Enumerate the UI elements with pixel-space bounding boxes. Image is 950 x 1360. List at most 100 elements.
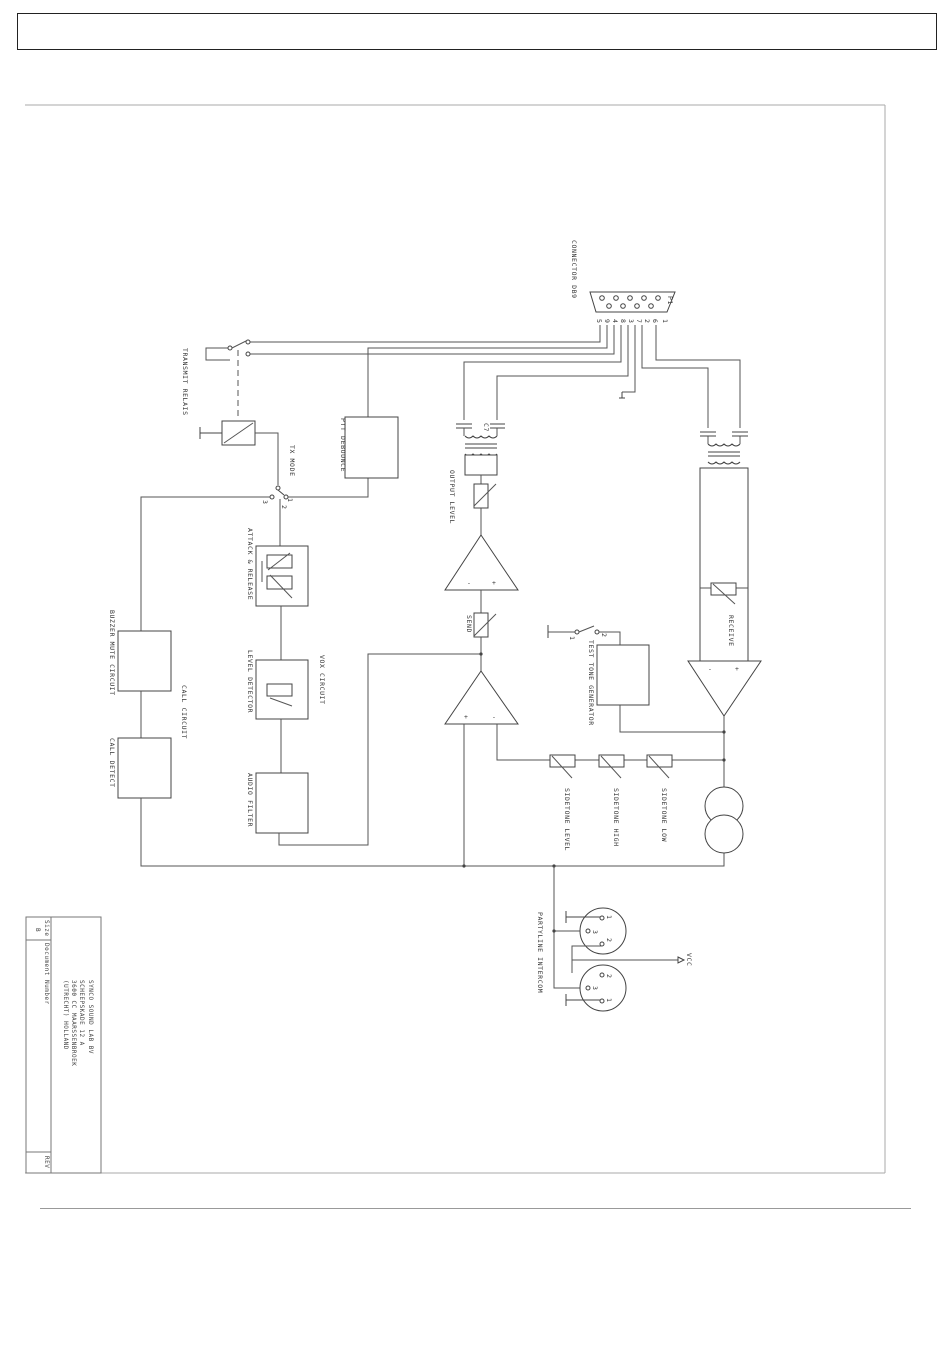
buzzer-mute-label: BUZZER MUTE CIRCUIT xyxy=(108,610,116,696)
output-level-wiper xyxy=(473,483,497,507)
pin-numbers: 5 9 4 8 3 7 2 6 1 xyxy=(595,319,669,324)
tx-mode-pin-3: 3 xyxy=(261,500,269,505)
vox-circuit-label: VOX CIRCUIT xyxy=(318,655,326,705)
receive-resistor xyxy=(710,582,737,596)
db9-pin-holes xyxy=(599,295,661,309)
sidetone-level-resistor xyxy=(549,754,576,768)
transmit-relais-switch xyxy=(205,339,251,420)
tx-mode-label: TX MODE xyxy=(288,445,296,477)
audio-filter-block xyxy=(255,772,309,834)
ground-xlr-1 xyxy=(565,911,600,923)
call-detect-block xyxy=(117,737,172,799)
receive-transformer xyxy=(700,431,748,465)
pin-number: 5 xyxy=(595,319,603,324)
junction-bus-1 xyxy=(462,864,466,868)
junction-send xyxy=(479,652,483,656)
sidetone-high-label: SIDETONE HIGH xyxy=(612,788,620,847)
title-street: SCHEEPSKADE 12 A xyxy=(78,980,85,1046)
ground-xlr-2 xyxy=(565,994,600,1006)
call-detect-label: CALL DETECT xyxy=(108,738,116,788)
output-transformer xyxy=(456,423,505,476)
output-amp-plus: + xyxy=(492,579,497,587)
mix-amp-plus: + xyxy=(464,713,469,721)
junction-receive-1 xyxy=(722,730,726,734)
xlr1-pin-2: 2 xyxy=(605,938,613,943)
xlr1-pin-1: 1 xyxy=(605,915,613,920)
footer-rule xyxy=(40,1208,911,1209)
pin-number: 6 xyxy=(651,319,659,324)
receive-amplifier xyxy=(687,660,762,717)
mix-amp-minus: - xyxy=(492,713,497,721)
output-amplifier xyxy=(444,534,519,591)
title-company: SYNCO SOUND LAB BV xyxy=(87,980,94,1054)
connector-label: CONNECTOR DB9 xyxy=(570,240,578,299)
sidetone-low-wiper xyxy=(648,755,670,779)
title-rev-label: REV xyxy=(43,1156,50,1168)
c7-label: C7 xyxy=(482,423,490,432)
txmode-to-buzzer-wire xyxy=(140,496,270,631)
mix-amplifier xyxy=(444,670,519,725)
pin-number: 2 xyxy=(643,319,651,324)
receive-amp-plus: + xyxy=(735,665,740,673)
xlr2-pin-3: 3 xyxy=(591,986,599,991)
connector-ref-label: P1 xyxy=(666,296,674,305)
test-tone-pin-2: 2 xyxy=(600,633,608,638)
xlr-connector-1 xyxy=(579,907,627,955)
audio-filter-label: AUDIO FILTER xyxy=(246,773,254,827)
tx-mode-switch xyxy=(269,485,289,500)
ground-connector xyxy=(619,392,625,399)
send-label: SEND xyxy=(465,615,473,633)
pin-number: 3 xyxy=(627,319,635,324)
sidetone-high-wiper xyxy=(600,755,622,779)
receive-wiper xyxy=(712,583,736,605)
receive-label: RECEIVE xyxy=(727,615,735,647)
vcc-label: VCC xyxy=(685,953,693,967)
level-detector-label: LEVEL DETECTOR xyxy=(246,650,254,713)
relay-to-txmode-wire xyxy=(255,432,279,485)
level-detector-resistor xyxy=(266,683,293,697)
title-block xyxy=(25,916,102,1174)
pin-number: 7 xyxy=(635,319,643,324)
receive-block xyxy=(699,467,749,662)
xlr2-pin-2: 2 xyxy=(605,974,613,979)
level-detector-wiper xyxy=(269,697,293,707)
relay-coil-diagonal xyxy=(223,422,254,444)
sidetone-level-wiper xyxy=(551,755,573,779)
sidetone-low-label: SIDETONE LOW xyxy=(660,788,668,842)
xlr1-pin-3: 3 xyxy=(591,930,599,935)
pin-number: 9 xyxy=(603,319,611,324)
sidetone-level-label: SIDETONE LEVEL xyxy=(563,788,571,851)
attack-wiper-2 xyxy=(269,574,293,599)
partyline-wire xyxy=(553,866,588,989)
title-city: 3600 CC MAARSSENBROEK xyxy=(70,980,77,1066)
send-wiper xyxy=(473,613,497,637)
tx-mode-pin-2: 2 xyxy=(280,505,288,510)
output-level-label: OUTPUT LEVEL xyxy=(448,470,456,524)
ground-relay xyxy=(199,427,222,439)
pin-number: 4 xyxy=(611,319,619,324)
attack-release-label: ATTACK & RELEASE xyxy=(246,528,254,600)
sidetone-high-resistor xyxy=(598,754,625,768)
pin-number: 1 xyxy=(661,319,669,324)
receive-amp-minus: - xyxy=(708,665,713,673)
test-tone-switch xyxy=(547,625,621,645)
call-circuit-label: CALL CIRCUIT xyxy=(180,685,188,739)
earpiece-transformer xyxy=(704,786,744,854)
ptt-debounce-block xyxy=(344,416,399,479)
title-size-label: Size xyxy=(43,920,50,936)
title-size-value: B xyxy=(34,928,41,932)
test-tone-label: TEST TONE GENERATOR xyxy=(587,640,595,726)
xlr2-pin-1: 1 xyxy=(605,998,613,1003)
ptt-debounce-label: PTT DEBOUNCE xyxy=(339,418,347,472)
junction-receive-2 xyxy=(722,758,726,762)
tx-mode-pin-1: 1 xyxy=(286,498,294,503)
vcc-arrow xyxy=(677,956,686,964)
test-tone-to-receive-wire xyxy=(619,705,724,733)
title-doc-label: Document Number xyxy=(43,943,50,1005)
filter-to-send-wire xyxy=(278,653,481,846)
pin-number: 8 xyxy=(619,319,627,324)
connector-wires xyxy=(250,325,741,428)
partyline-label: PARTYLINE INTERCOM xyxy=(536,912,544,993)
xlr-connector-2 xyxy=(579,964,627,1012)
